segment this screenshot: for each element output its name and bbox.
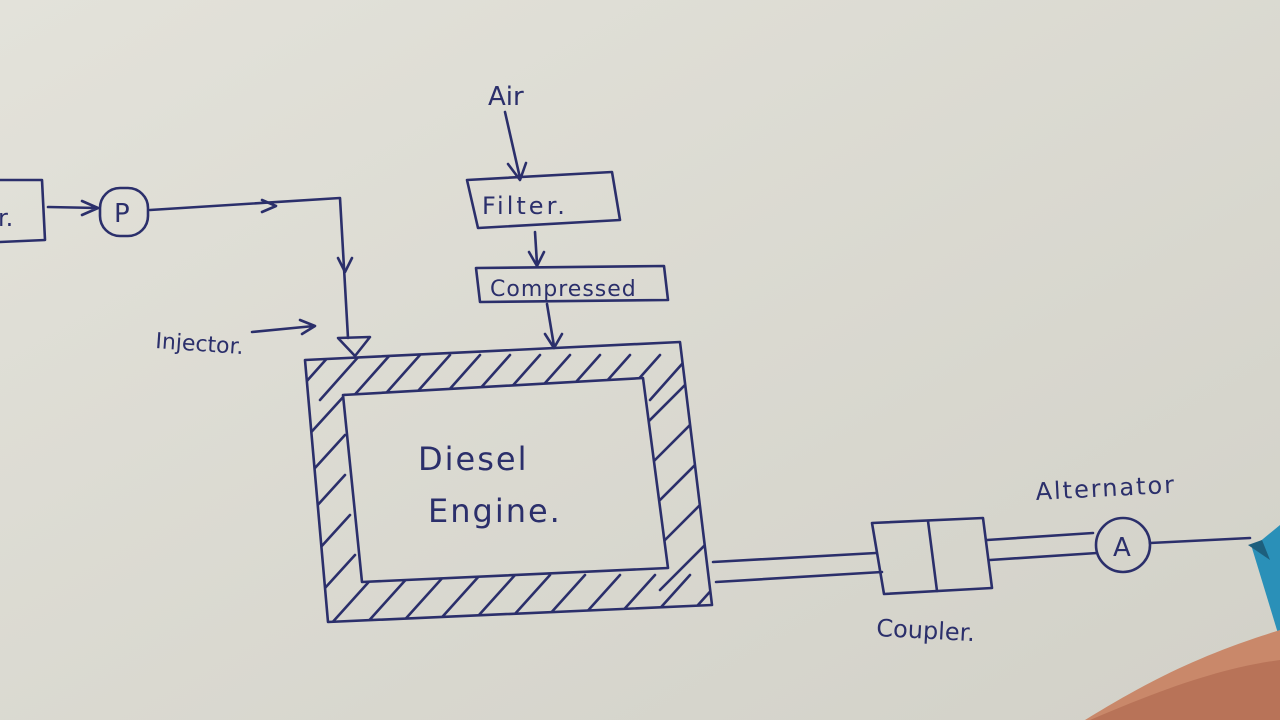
air-filter: Filter. — [465, 170, 622, 230]
coupler: Coupler. — [870, 516, 994, 647]
tank-to-pump-arrow — [46, 199, 100, 217]
filter-label: Filter. — [482, 192, 568, 220]
fuel-line-arrow-2 — [336, 256, 354, 274]
pen-and-hand — [1085, 525, 1280, 720]
injector-pointer-arrow — [250, 318, 317, 336]
fuel-tank: r. — [0, 178, 47, 244]
pump-label: P — [114, 199, 130, 229]
injector-label: Injector. — [155, 329, 245, 360]
tank-label: r. — [0, 204, 13, 232]
coupler-label: Coupler. — [876, 614, 976, 647]
diesel-engine: Diesel Engine. — [303, 340, 714, 624]
alternator-shaft — [985, 531, 1099, 562]
alternator-symbol: A — [1113, 533, 1131, 563]
compressed-air-block: Compressed — [474, 264, 670, 304]
engine-label-line1: Diesel — [418, 440, 528, 478]
injector-nozzle — [336, 335, 372, 358]
fuel-line-arrow-1 — [260, 198, 278, 214]
filter-to-compressor-arrow — [527, 230, 546, 268]
fuel-line — [148, 196, 350, 340]
air-arrow — [503, 110, 528, 182]
air-label: Air — [488, 82, 524, 112]
engine-label-line2: Engine. — [428, 492, 562, 530]
output-line — [1148, 536, 1252, 545]
fuel-pump: P — [98, 186, 150, 238]
compressed-label: Compressed — [490, 277, 637, 302]
engine-shaft — [711, 551, 884, 584]
